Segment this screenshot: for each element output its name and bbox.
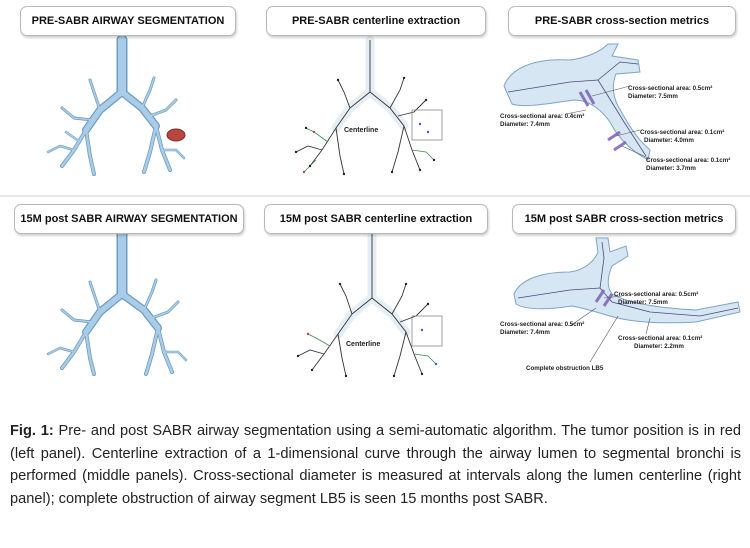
panel-title: 15M post SABR centerline extraction [264, 204, 488, 234]
figure-1: PRE-SABR AIRWAY SEGMENTATION [0, 0, 750, 388]
panel-title: 15M post SABR AIRWAY SEGMENTATION [14, 204, 244, 234]
annotation-area: Cross-sectional area: 0.1cm² [640, 129, 724, 136]
annotation-diameter: Diameter: 7.5mm [618, 299, 668, 306]
panel-title: PRE-SABR AIRWAY SEGMENTATION [20, 6, 236, 36]
panel-pre-sabr-centerline: Centerline PRE-SABR centerline extractio… [252, 0, 498, 190]
row-separator [0, 195, 750, 197]
centerline-label: Centerline [344, 127, 378, 134]
caption-text: Pre- and post SABR airway segmentation u… [10, 423, 741, 507]
panel-post-sabr-segmentation: 15M post SABR AIRWAY SEGMENTATION [4, 198, 250, 388]
post-cross-section-image: Cross-sectional area: 0.5cm² Diameter: 7… [500, 237, 741, 372]
caption-label: Fig. 1: [10, 423, 54, 439]
post-centerline-image: Centerline [296, 229, 443, 378]
panel-post-sabr-centerline: Centerline 15M post SABR centerline extr… [252, 198, 498, 388]
panel-pre-sabr-cross-section: Cross-sectional area: 0.5cm² Diameter: 7… [500, 0, 746, 190]
annotation-diameter: Diameter: 7.4mm [500, 121, 550, 128]
centerline-label: Centerline [346, 341, 380, 348]
annotation-diameter: Diameter: 4.0mm [644, 137, 694, 144]
annotation-area: Cross-sectional area: 0.5cm² [614, 291, 698, 298]
annotation-diameter: Diameter: 3.7mm [646, 165, 696, 172]
panel-title: 15M post SABR cross-section metrics [512, 204, 736, 234]
post-airway-tree-image [46, 228, 188, 376]
annotation-area: Cross-sectional area: 0.1cm² [618, 335, 702, 342]
annotation-area: Cross-sectional area: 0.1cm² [646, 157, 730, 164]
pre-airway-tree-image [46, 34, 186, 176]
pre-centerline-image: Centerline [294, 35, 443, 176]
tumor-marker [166, 128, 186, 142]
figure-caption: Fig. 1: Pre- and post SABR airway segmen… [10, 420, 741, 510]
panel-title: PRE-SABR cross-section metrics [508, 6, 736, 36]
annotation-area: Cross-sectional area: 0.5cm² [500, 321, 584, 328]
annotation-diameter: Diameter: 7.5mm [628, 93, 678, 100]
zoom-box [411, 109, 443, 141]
obstruction-label: Complete obstruction LB5 [526, 365, 604, 372]
panel-pre-sabr-segmentation: PRE-SABR AIRWAY SEGMENTATION [4, 0, 250, 190]
panel-title: PRE-SABR centerline extraction [266, 6, 486, 36]
pre-cross-section-image: Cross-sectional area: 0.5cm² Diameter: 7… [500, 43, 730, 172]
annotation-diameter: Diameter: 7.4mm [500, 329, 550, 336]
panel-post-sabr-cross-section: Cross-sectional area: 0.5cm² Diameter: 7… [500, 198, 746, 388]
annotation-diameter: Diameter: 2.2mm [634, 343, 684, 350]
zoom-box [411, 315, 443, 347]
annotation-area: Cross-sectional area: 0.4cm² [500, 113, 584, 120]
annotation-area: Cross-sectional area: 0.5cm² [628, 85, 712, 92]
